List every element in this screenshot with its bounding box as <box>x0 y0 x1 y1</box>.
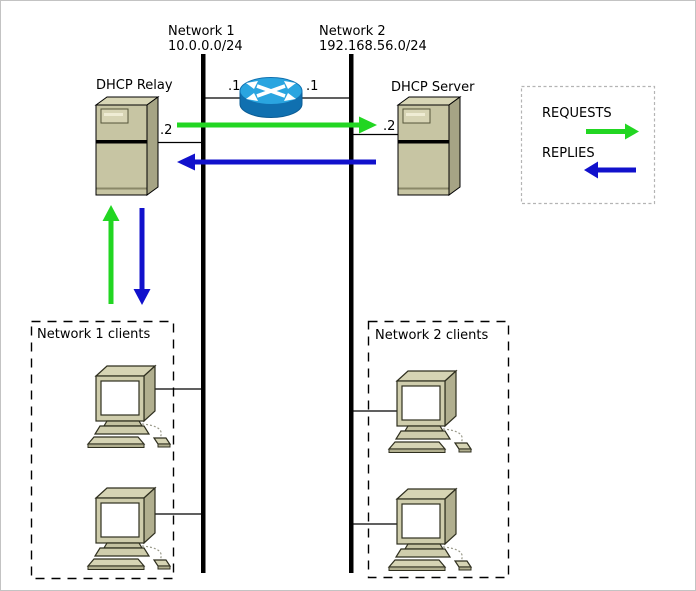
dhcp-server-label: DHCP Server <box>391 80 475 95</box>
dhcp-relay-ip: .2 <box>160 123 173 138</box>
legend-requests-label: REQUESTS <box>542 106 612 121</box>
dhcp-server-icon <box>397 96 461 196</box>
network-2-subnet: 192.168.56.0/24 <box>319 39 427 54</box>
requests-arrow-clients-to-relay <box>102 205 120 304</box>
network-1-label: Network 1 10.0.0.0/24 <box>168 24 243 54</box>
legend-replies-label: REPLIES <box>542 146 595 161</box>
network-2-bus-line <box>349 54 354 573</box>
legend-requests-arrow-icon <box>586 123 639 140</box>
network-2-name: Network 2 <box>319 24 386 39</box>
client-computer-icon <box>388 370 472 454</box>
replies-arrow-server-to-relay <box>177 153 376 171</box>
client-computer-icon <box>87 487 171 571</box>
router-network-1-ip: .1 <box>228 79 241 94</box>
network-1-clients-label: Network 1 clients <box>37 327 151 342</box>
replies-arrow-relay-to-clients <box>133 208 151 305</box>
requests-arrow-relay-to-server <box>177 116 377 134</box>
network-2-label: Network 2 192.168.56.0/24 <box>319 24 427 54</box>
router-icon <box>239 77 303 118</box>
dhcp-relay-server-icon <box>95 96 159 196</box>
network-2-clients-label: Network 2 clients <box>375 328 489 343</box>
network-2-clients-box <box>367 320 510 579</box>
legend-box <box>520 85 656 205</box>
legend-replies-arrow-icon <box>584 161 636 179</box>
network-1-bus-line <box>201 54 206 573</box>
network-1-subnet: 10.0.0.0/24 <box>168 39 243 54</box>
dhcp-server-ip: .2 <box>383 119 396 134</box>
router-network-2-ip: .1 <box>306 79 319 94</box>
network-1-clients-box <box>30 320 175 580</box>
client-computer-icon <box>87 365 171 449</box>
network-1-name: Network 1 <box>168 24 235 39</box>
dhcp-relay-label: DHCP Relay <box>96 78 173 93</box>
client-computer-icon <box>388 488 472 572</box>
